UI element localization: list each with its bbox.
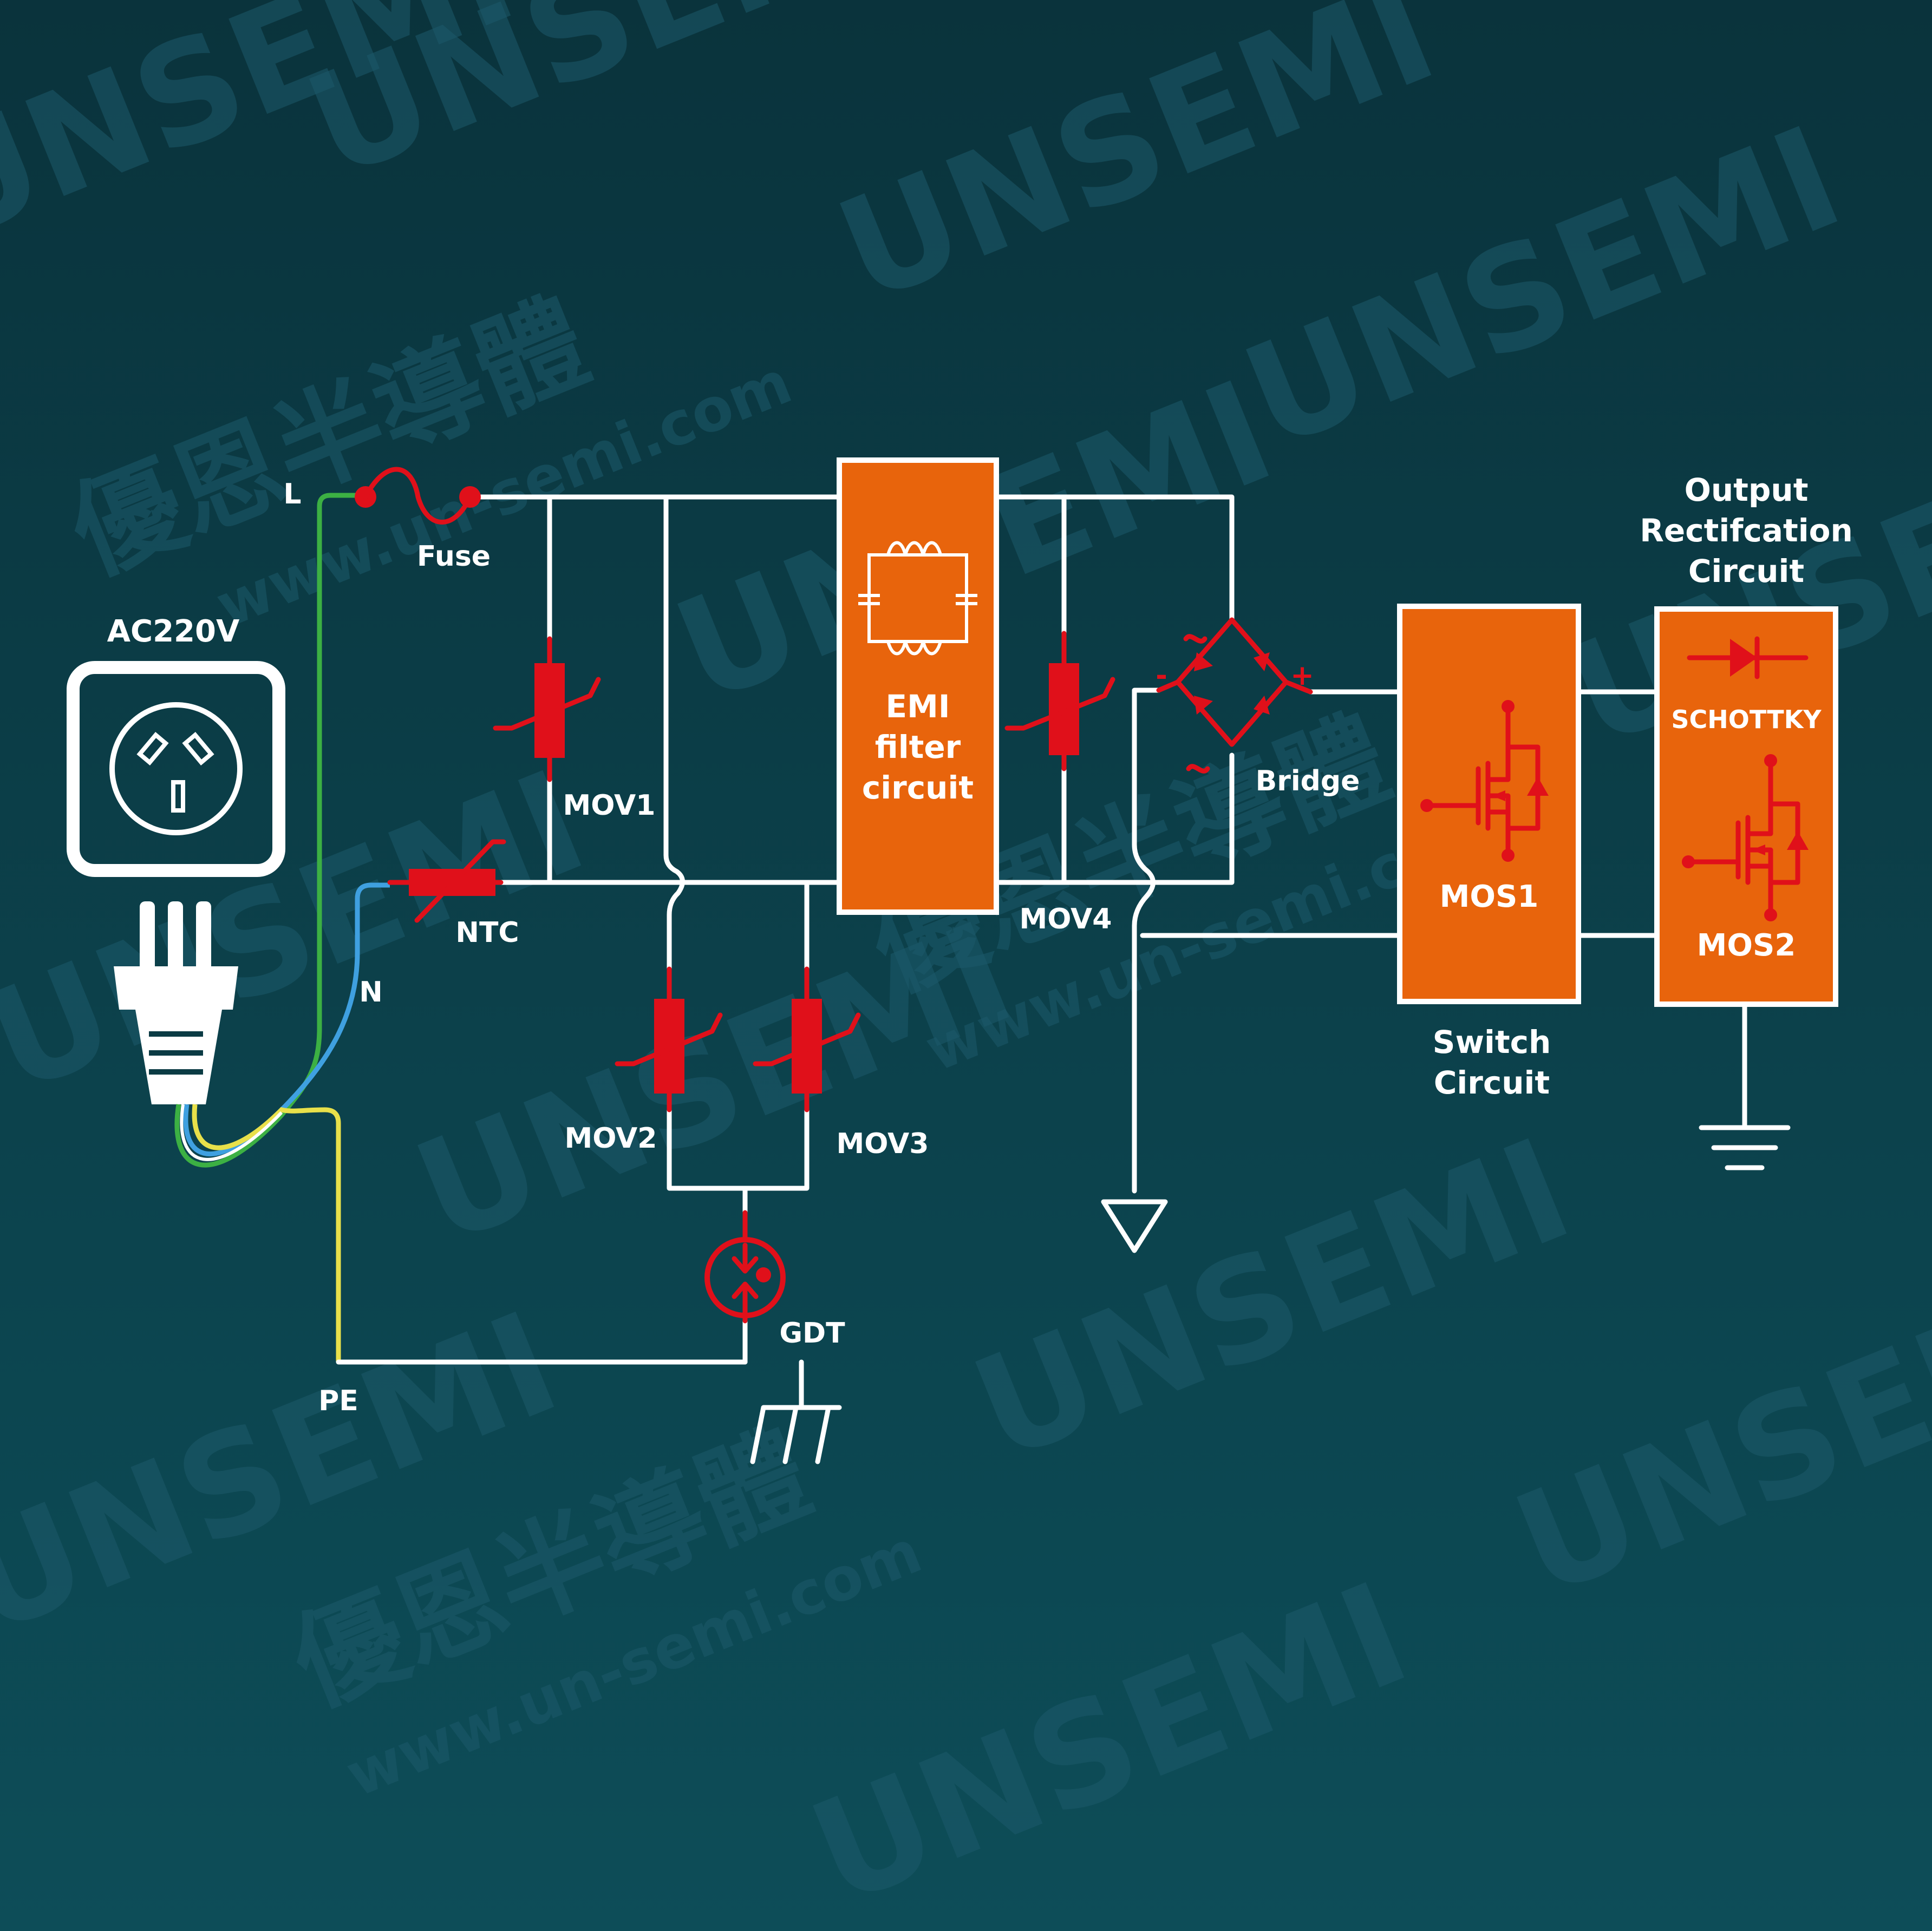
mov3-varistor: MOV3 [753,966,929,1160]
emi-label-line1: EMI [886,688,950,725]
mov4-label: MOV4 [1020,903,1112,935]
bridge-plus: + [1290,659,1314,692]
mov4-varistor: MOV4 [1004,631,1115,935]
ntc-label: NTC [455,917,519,949]
output-rectification-block: Output Rectifcation Circuit SCHOTTKY MOS… [1640,472,1853,1007]
mov1-label: MOV1 [563,789,656,822]
ac-socket: AC220V [67,614,285,877]
switch-circuit-block: MOS1 Switch Circuit [1397,604,1581,1101]
wiring [336,494,1747,1410]
output-title-line2: Rectifcation [1640,512,1852,549]
line-n-label: N [359,976,383,1009]
bridge-rectifier: - + Bridge [1156,617,1360,797]
ac-plug [114,901,238,1104]
switch-title-line2: Circuit [1434,1064,1550,1101]
mov1-varistor: MOV1 [493,636,656,822]
fuse-label: Fuse [417,540,491,573]
line-l-label: L [283,478,301,510]
emi-filter-block: EMI filter circuit [837,457,999,915]
output-title-line3: Circuit [1688,553,1804,590]
gdt-label: GDT [779,1317,845,1350]
mov2-varistor: MOV2 [565,966,723,1155]
bridge-minus: - [1156,659,1167,692]
bridge-label: Bridge [1256,765,1360,797]
emi-label-line2: filter [875,729,961,765]
mains-wires [174,493,390,1362]
output-title-line1: Output [1685,472,1809,508]
mos2-label: MOS2 [1697,928,1796,963]
line-pe-label: PE [318,1385,358,1417]
schottky-label: SCHOTTKY [1671,705,1822,734]
gdt-arrester: GDT [704,1210,845,1350]
ntc-thermistor: NTC [387,839,519,949]
fuse: Fuse [355,467,491,573]
mov2-label: MOV2 [565,1122,657,1155]
source-label: AC220V [107,614,240,649]
switch-title-line1: Switch [1433,1024,1551,1061]
mov3-label: MOV3 [837,1128,929,1160]
emi-label-line3: circuit [862,769,974,806]
ground-symbols [750,1125,1791,1464]
mos1-label: MOS1 [1440,879,1539,914]
